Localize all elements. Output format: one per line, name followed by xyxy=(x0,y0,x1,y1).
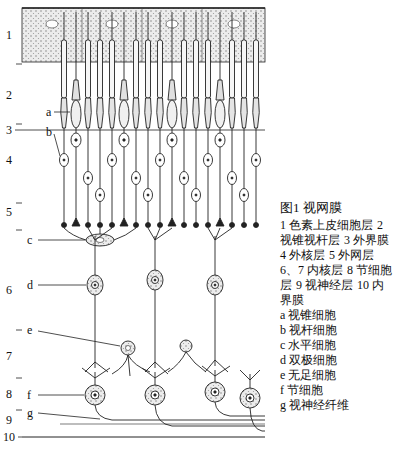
callout-number: c xyxy=(27,233,32,247)
callout-number: d xyxy=(27,278,33,292)
key-entry: d 双极细胞 xyxy=(280,353,394,368)
key-entry: 4 外核层 xyxy=(280,248,325,262)
key-entry: f 节细胞 xyxy=(280,383,394,398)
callout-number: 4 xyxy=(6,153,12,167)
key-entry: 5 外网层 xyxy=(329,248,374,262)
key-entry: e 无足细胞 xyxy=(280,368,394,383)
key-entry: g 视神经纤维 xyxy=(280,398,394,413)
key-entry: b 视杆细胞 xyxy=(280,323,394,338)
key-text: 1 色素上皮细胞层2 视锥视杆层3 外界膜4 外核层5 外网层6、7 内核层8 … xyxy=(280,218,394,413)
key-entry: 9 视神经层 xyxy=(296,278,353,292)
callout-number: g xyxy=(27,406,33,420)
callout-number: 2 xyxy=(6,88,12,102)
callout-number: 1 xyxy=(6,28,12,42)
callout-number: f xyxy=(27,388,31,402)
callout-number: 9 xyxy=(6,413,12,427)
key-entry: 6、7 内核层 xyxy=(280,263,343,277)
callout-number: 5 xyxy=(6,205,12,219)
figure-caption: 图1 视网膜 xyxy=(280,200,342,215)
key-entry: 3 外界膜 xyxy=(344,233,389,247)
callout-number: 6 xyxy=(6,283,12,297)
callout-number: 3 xyxy=(6,123,12,137)
callout-number: a xyxy=(46,105,51,119)
callout-number: b xyxy=(46,125,52,139)
callout-number: 10 xyxy=(3,430,15,444)
callout-number: e xyxy=(27,323,32,337)
key-entry: 1 色素上皮细胞层 xyxy=(280,218,373,232)
callout-number: 7 xyxy=(6,349,12,363)
key-entry: a 视锥细胞 xyxy=(280,308,394,323)
key-entry: c 水平细胞 xyxy=(280,338,394,353)
callout-number: 8 xyxy=(6,387,12,401)
